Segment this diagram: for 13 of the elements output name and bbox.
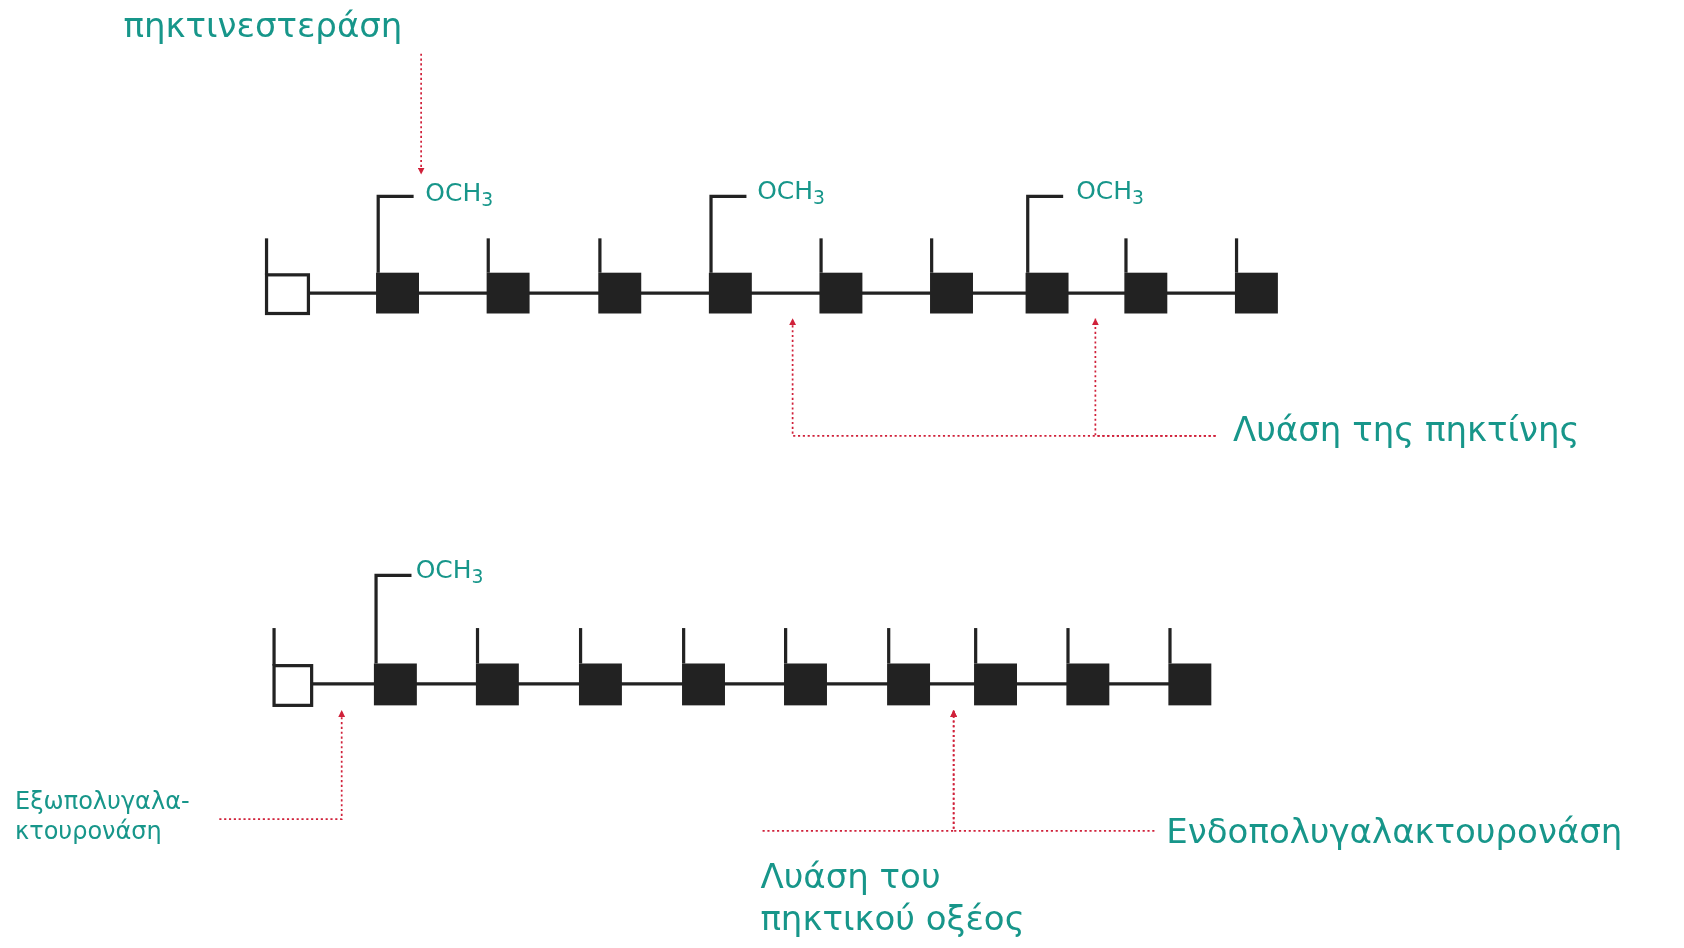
- methyl-group-label: OCH$_{3}$: [757, 178, 825, 204]
- leader-line: [218, 709, 346, 821]
- enzyme-label: Εξωπολυγαλα- κτουρονάση: [15, 786, 217, 847]
- enzyme-label: Λυάση του πηκτικού οξέος: [760, 854, 1072, 940]
- methyl-group-label: OCH$_{3}$: [1076, 178, 1144, 204]
- enzyme-label: πηκτινεστεράση: [123, 4, 478, 47]
- methyl-group-label: OCH$_{3}$: [415, 557, 484, 583]
- leader-line: [761, 709, 958, 832]
- leader-line: [1091, 318, 1217, 437]
- enzyme-label: OCH$_{3}$: [425, 180, 512, 206]
- leader-line: [417, 52, 425, 175]
- enzyme-label: Λυάση της πηκτίνης: [1232, 408, 1663, 451]
- enzyme-label: Ενδοπολυγαλακτουρονάση: [1166, 809, 1682, 853]
